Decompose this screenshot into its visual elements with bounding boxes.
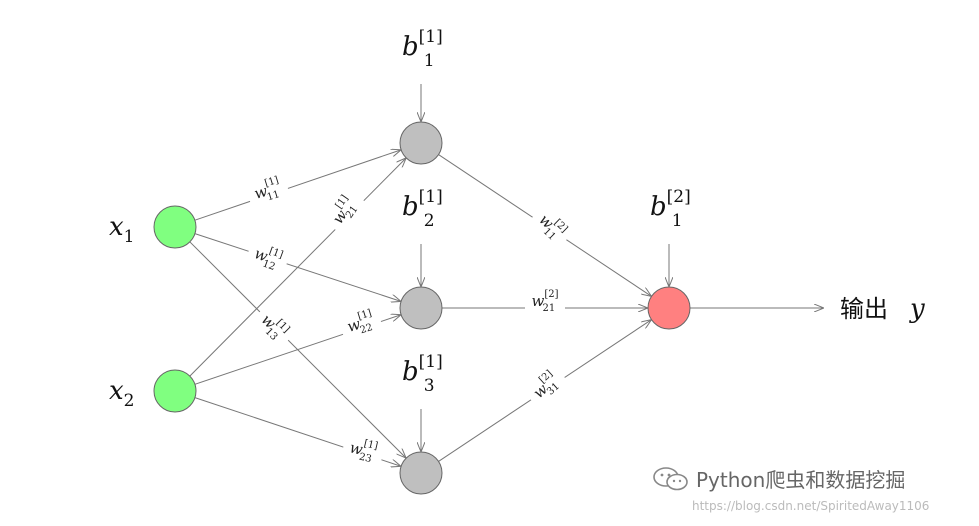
edge-x2-h1 (189, 159, 406, 377)
bias-h2: b[1]2 (402, 187, 443, 286)
weight-label-x1-h3: w[1]13 (250, 304, 296, 350)
weight-text: w[1]23 (347, 435, 379, 465)
bias-o1: b[2]1 (650, 187, 691, 286)
weight-label-x2-h2: w[1]22 (338, 306, 384, 342)
hidden-node-h2 (399, 286, 443, 330)
weight-label-x1-h1: w[1]11 (245, 173, 291, 209)
input-label-x1: x1 (109, 212, 135, 247)
bias-h1: b[1]1 (402, 27, 443, 121)
input-node-x1 (153, 205, 197, 249)
output-label-var: y (909, 294, 925, 324)
watermark: Python爬虫和数据挖掘 https://blog.csdn.net/Spir… (652, 464, 972, 513)
input-node-x2 (153, 369, 197, 413)
weight-text: w[1]11 (251, 175, 284, 207)
hidden-node-h1 (399, 121, 443, 165)
hidden-node-h3 (399, 451, 443, 495)
wechat-icon (653, 466, 688, 490)
weight-label-x2-h3: w[1]23 (340, 434, 386, 468)
bias-label-h2: b[1]2 (402, 187, 443, 231)
weight-label-x1-h2: w[1]12 (244, 240, 291, 277)
bias-label-h3: b[1]3 (402, 352, 443, 396)
watermark-url: https://blog.csdn.net/SpiritedAway1106 (692, 499, 930, 513)
weight-label-x2-h1: w[1]21 (323, 188, 367, 235)
output-label-text: 输出 (840, 295, 888, 323)
weight-label-h1-o1: w[2]11 (528, 204, 574, 250)
weight-label-h2-o1: w[2]21 (525, 289, 565, 314)
edge-x1-h1 (194, 150, 400, 221)
weight-text: w[1]22 (344, 308, 377, 340)
bias-label-o1: b[2]1 (650, 187, 691, 231)
bias-label-h1: b[1]1 (402, 27, 443, 71)
output-node (647, 286, 691, 330)
input-label-x2: x2 (109, 376, 135, 411)
weight-label-h3-o1: w[2]31 (523, 364, 570, 410)
bias-h3: b[1]3 (402, 352, 443, 451)
weight-text: w[2]21 (531, 289, 558, 314)
weight-text: w[1]12 (251, 241, 285, 274)
watermark-brand: Python爬虫和数据挖掘 (696, 468, 906, 492)
